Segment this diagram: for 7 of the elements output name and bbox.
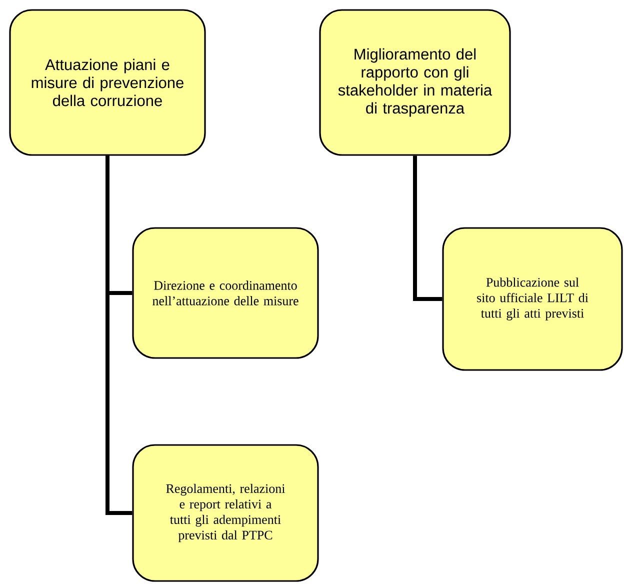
goal-box: Miglioramento del rapporto con gli stakeholder in materia di trasparenza — [319, 9, 511, 156]
activity-box: Pubblicazione sul sito ufficiale LILT di tutti gli atti previsti — [442, 227, 623, 371]
connector-line — [106, 156, 132, 515]
activity-box: Regolamenti, relazioni e report relativi a tutti gli adempimenti previsti dal PTPC — [132, 444, 319, 582]
activity-box: Direzione e coordinamento nell’attuazione delle misure — [132, 227, 319, 359]
goal-box: Attuazione piani e misure di prevenzione della corruzione — [9, 9, 206, 156]
connector-line — [413, 156, 442, 301]
